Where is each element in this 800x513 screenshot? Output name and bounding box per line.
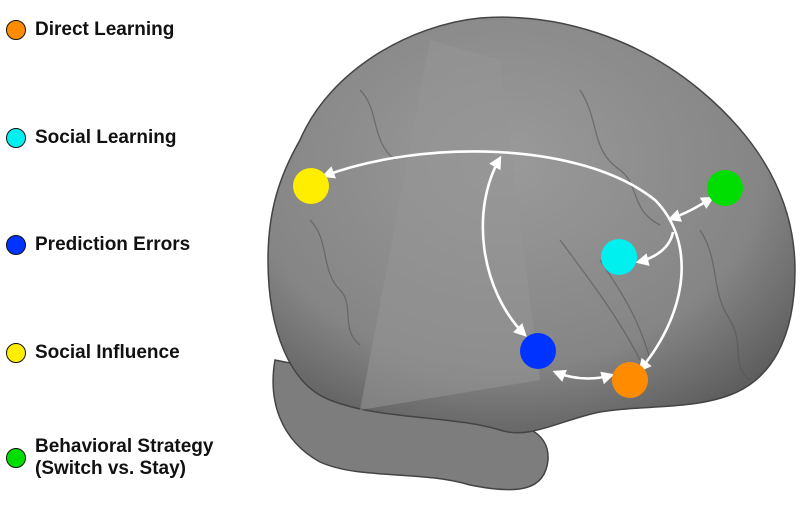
legend-label: Direct Learning: [35, 19, 175, 40]
node-direct-learning: [612, 362, 648, 398]
arrow-yellow-to-orange: [321, 150, 683, 372]
connection-arrows: [321, 150, 715, 385]
node-social-learning: [601, 239, 637, 275]
arrow-top-to-blue: [481, 155, 527, 337]
cyan-dot-icon: [6, 128, 26, 148]
legend-label: Social Learning: [35, 127, 177, 148]
node-social-influence: [293, 168, 329, 204]
green-dot-icon: [6, 448, 26, 468]
arrow-green-to-curve: [667, 196, 715, 222]
arrow-blue-to-orange: [552, 369, 615, 385]
yellow-dot-icon: [6, 343, 26, 363]
legend-label: Social Influence: [35, 342, 180, 363]
legend-label: Behavioral Strategy (Switch vs. Stay): [35, 436, 214, 479]
legend-social-influence: Social Influence: [6, 342, 180, 364]
arrow-curve-to-cyan: [635, 231, 675, 266]
legend-prediction-errors: Prediction Errors: [6, 234, 190, 256]
legend-label: Prediction Errors: [35, 234, 191, 255]
blue-dot-icon: [6, 235, 26, 255]
legend-direct-learning: Direct Learning: [6, 19, 174, 41]
legend-social-learning: Social Learning: [6, 127, 176, 149]
node-behavioral-strategy: [707, 170, 743, 206]
node-prediction-errors: [520, 333, 556, 369]
legend-behavioral-strategy: Behavioral Strategy (Switch vs. Stay): [6, 436, 213, 480]
orange-dot-icon: [6, 20, 26, 40]
